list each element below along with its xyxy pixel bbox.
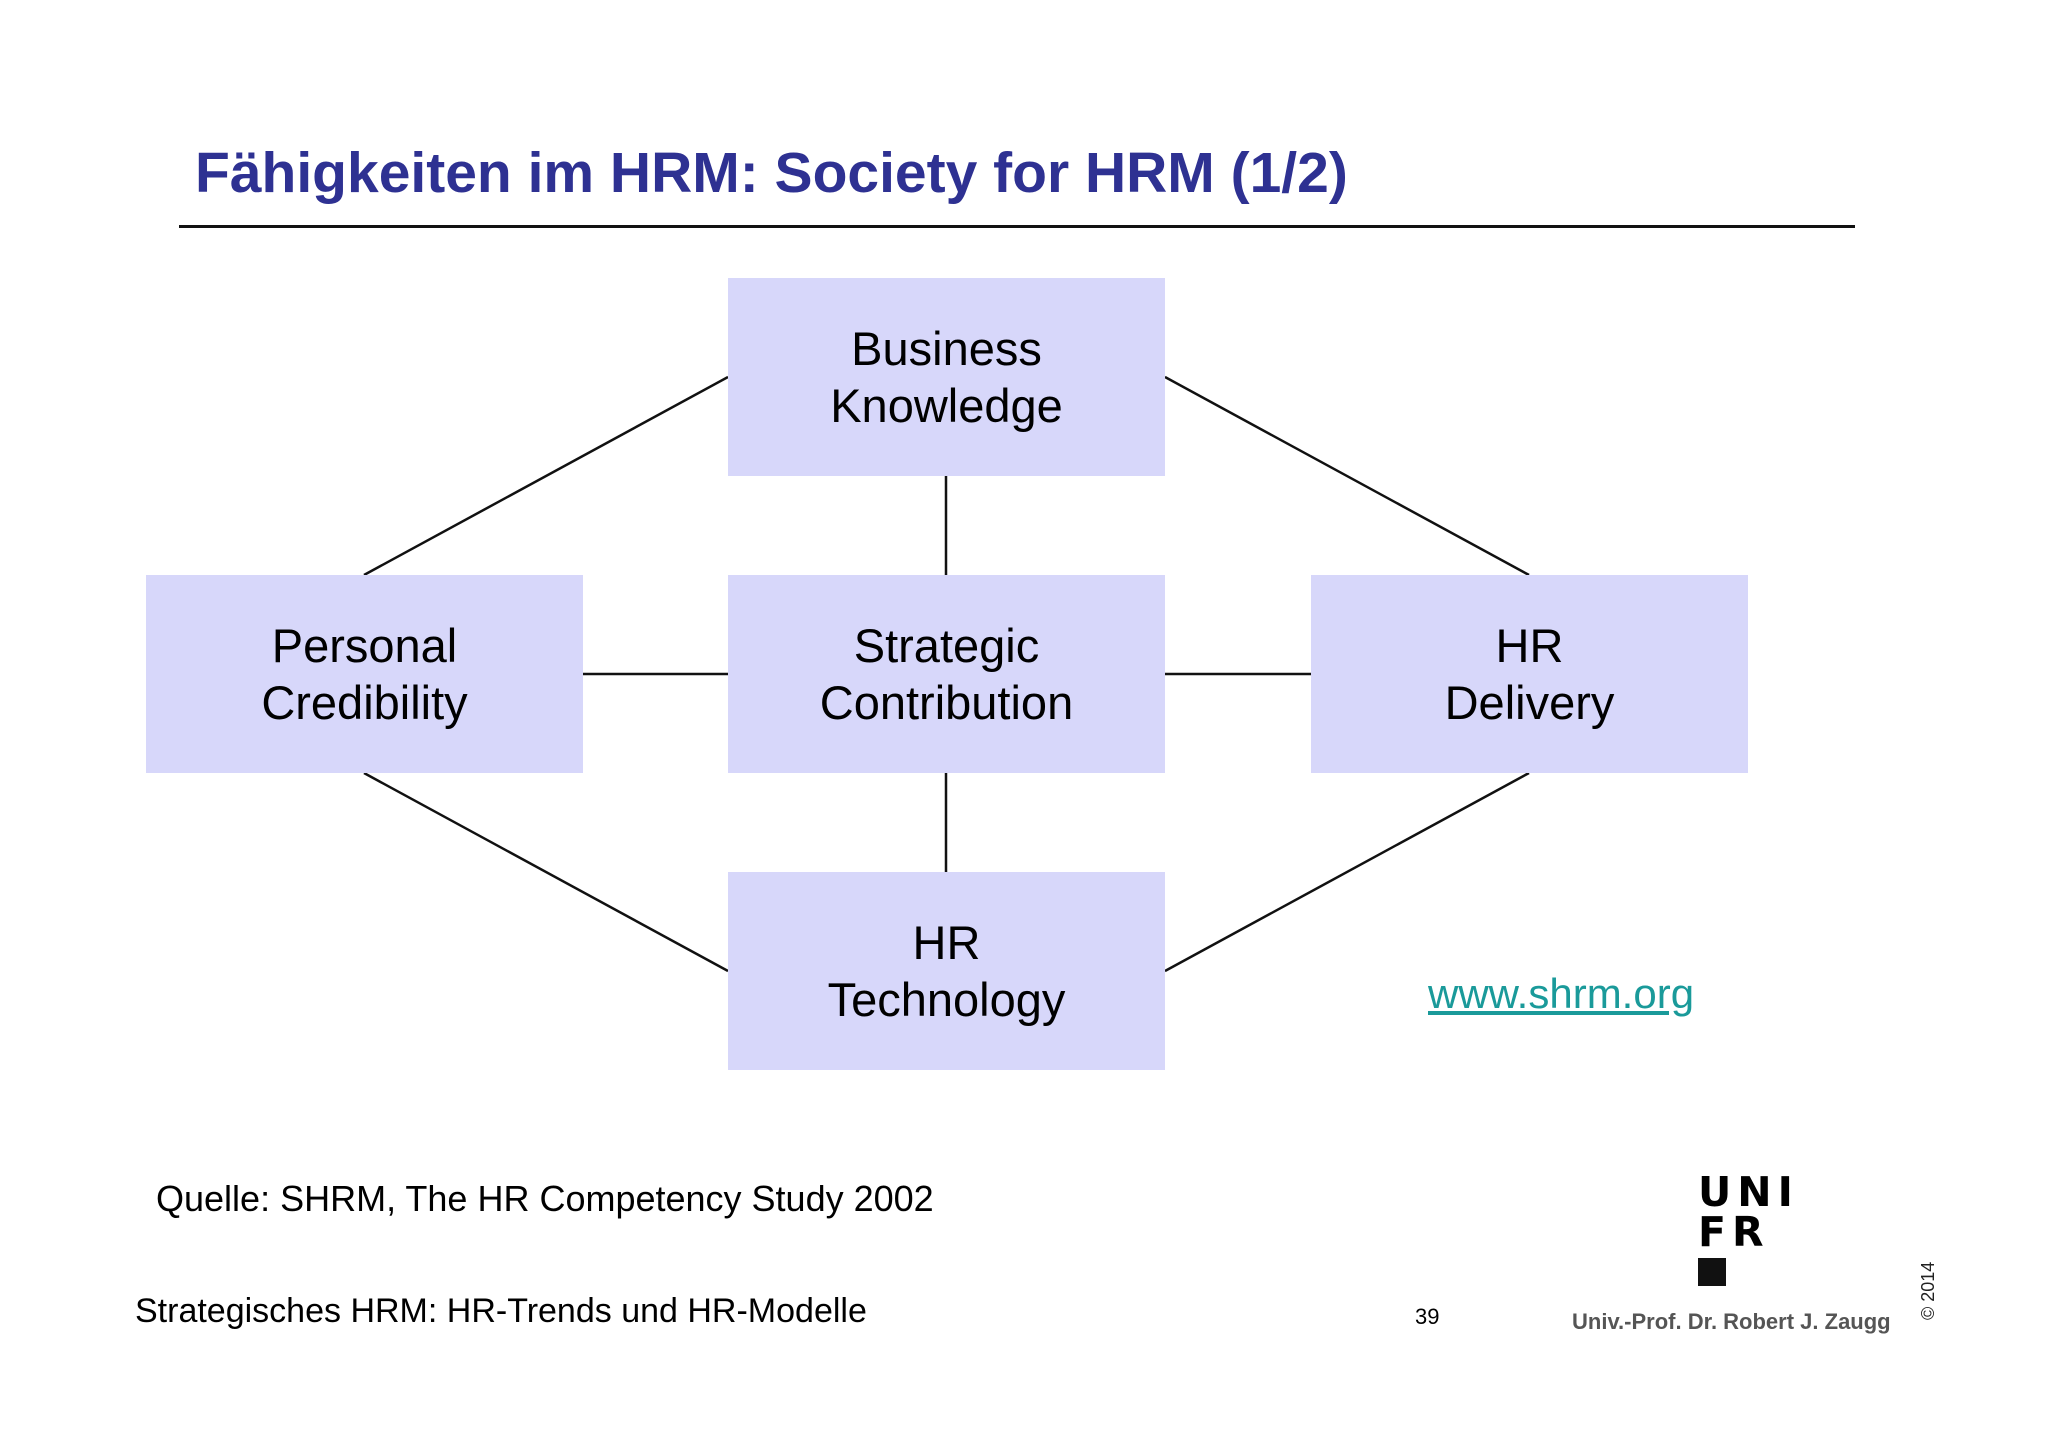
node-label-line2: Contribution [819, 676, 1074, 729]
node-label-line1: Personal [271, 619, 458, 672]
node-label-line2: Technology [827, 973, 1066, 1026]
footer-author: Univ.-Prof. Dr. Robert J. Zaugg [1572, 1309, 1891, 1334]
node-business-knowledge: Business Knowledge [728, 278, 1165, 476]
copyright-notice: © 2014 [1918, 1261, 1938, 1320]
node-label-line2: Knowledge [830, 379, 1063, 432]
unifr-logo: UNI FR [1698, 1172, 1799, 1286]
node-label-line1: Strategic [853, 619, 1040, 672]
node-label-line2: Credibility [261, 676, 468, 729]
node-personal-credibility: Personal Credibility [146, 575, 583, 773]
connector-business-personal [363, 375, 729, 577]
page-number: 39 [1415, 1304, 1440, 1329]
node-hr-technology: HR Technology [728, 872, 1165, 1070]
connector-business-delivery [1164, 375, 1530, 577]
logo-text-row1: UNI [1698, 1168, 1799, 1216]
logo-text-row2: FR [1698, 1208, 1770, 1256]
node-strategic-contribution: Strategic Contribution [728, 575, 1165, 773]
connector-personal-technology [363, 771, 729, 973]
logo-square-icon [1698, 1258, 1726, 1286]
node-hr-delivery: HR Delivery [1311, 575, 1748, 773]
slide-title: Fähigkeiten im HRM: Society for HRM (1/2… [195, 141, 1348, 205]
node-label-line2: Delivery [1444, 676, 1615, 729]
connector-delivery-technology [1164, 771, 1530, 973]
shrm-website-link[interactable]: www.shrm.org [1428, 970, 1695, 1017]
footer-course-title: Strategisches HRM: HR-Trends und HR-Mode… [135, 1292, 867, 1330]
node-label-line1: HR [912, 916, 981, 969]
title-divider [179, 225, 1855, 228]
node-label-line1: Business [851, 322, 1042, 375]
node-label-line1: HR [1495, 619, 1564, 672]
source-citation: Quelle: SHRM, The HR Competency Study 20… [156, 1178, 934, 1219]
